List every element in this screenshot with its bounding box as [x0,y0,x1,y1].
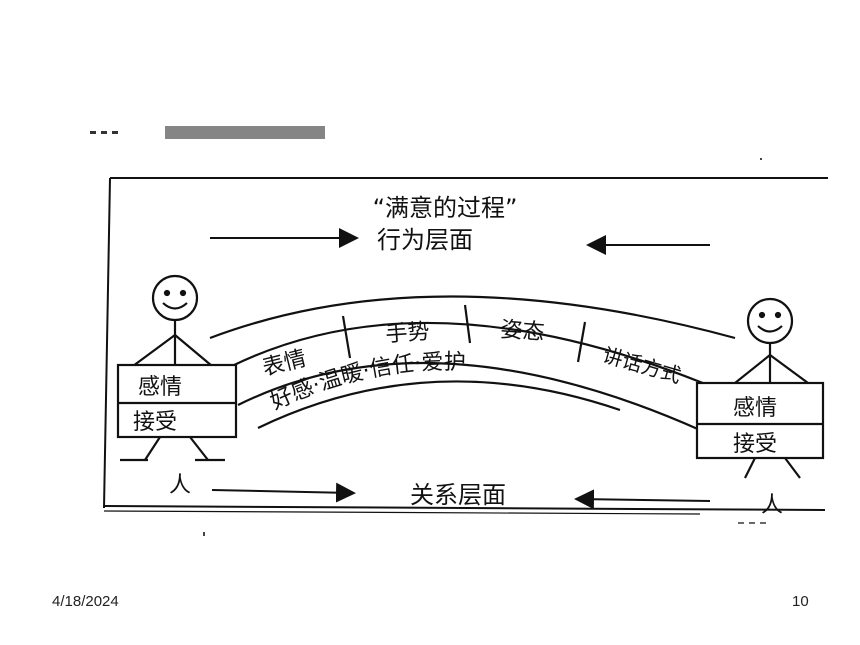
behavior-level-label: 行为层面 [377,226,473,254]
relationship-arrow-left [211,482,356,503]
diagram-title: “满意的过程” [373,194,518,222]
left-box-acceptance: 接受 [133,410,177,435]
right-box-emotion: 感情 [733,396,777,421]
page-number: 10 [792,593,809,610]
bridge-segment-3: 姿态 [500,318,546,346]
scan-header-remnant [90,126,325,139]
bridge-arch [209,295,736,432]
left-person-label: 人 [169,473,191,498]
relationship-level-label: 关系层面 [410,481,506,509]
scan-specks [203,158,762,536]
right-box-acceptance: 接受 [733,432,777,457]
left-stick-figure [120,274,225,462]
left-emotion-box: 感情 接受 [116,363,238,439]
bridge-segment-4: 讲话方式 [600,343,684,388]
bridge-segment-2: 手势 [385,320,431,348]
right-person-label: 人 [761,493,783,518]
diagram-frame [103,177,828,524]
right-emotion-box: 感情 接受 [695,381,825,460]
relationship-arrow-right [574,489,711,510]
footer-date: 4/18/2024 [52,593,119,610]
right-stick-figure [734,297,809,479]
left-box-emotion: 感情 [138,375,182,400]
